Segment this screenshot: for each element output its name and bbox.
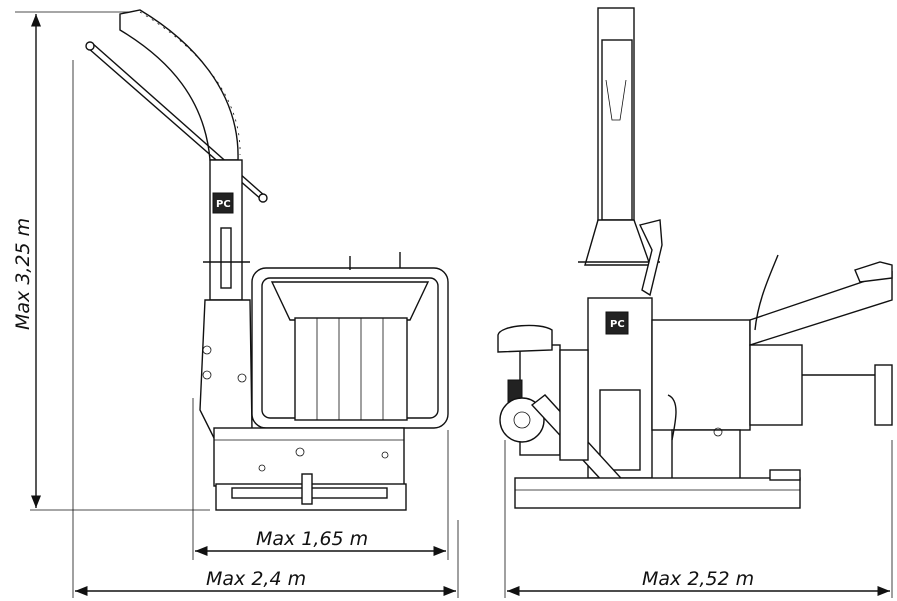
bolt: [202, 345, 212, 355]
front-logo-box: [212, 192, 234, 214]
feed-hopper-top: [749, 271, 893, 346]
hopper-handle: [754, 254, 779, 331]
chassis-bolt: [258, 464, 266, 472]
base-jack: [301, 473, 313, 505]
width-inner-label: Max 1,65 m: [256, 528, 368, 550]
dimension-width-outer: Max 2,4 m: [72, 60, 459, 598]
hose: [667, 394, 677, 441]
bolt: [202, 370, 212, 380]
side-logo-text: PC: [610, 319, 625, 330]
bolt: [237, 373, 247, 383]
side-housing: [199, 299, 253, 441]
chute-cylinder: [220, 227, 232, 289]
side-view-machine: PC: [497, 7, 893, 509]
width-outer-label: Max 2,4 m: [206, 568, 306, 590]
rod-pivot: [85, 41, 95, 51]
dimension-length: Max 2,52 m: [504, 440, 893, 598]
flywheel-hub: [513, 411, 531, 429]
chassis-bolt: [295, 447, 305, 457]
chute-deflector: [605, 79, 627, 121]
engine-side: [559, 349, 589, 461]
side-chute-inner: [601, 39, 633, 221]
side-chassis: [514, 477, 801, 509]
hopper-funnel: [270, 281, 430, 321]
engine-cover: [497, 324, 553, 353]
dimension-width-inner: Max 1,65 m: [192, 398, 449, 560]
front-view-machine: PC: [85, 9, 449, 511]
length-label: Max 2,52 m: [642, 568, 754, 590]
rod-handle: [258, 193, 268, 203]
tank: [671, 429, 741, 481]
chassis-bolt: [381, 451, 389, 459]
hopper-lip: [854, 261, 893, 283]
chute-rivets: [139, 11, 241, 156]
front-logo-text: PC: [216, 199, 231, 210]
feed-housing: [749, 344, 803, 426]
tow-bracket: [769, 469, 801, 481]
discharge-chute: [119, 9, 239, 161]
chute-crank: [638, 219, 663, 297]
flywheel: [499, 397, 545, 443]
dimension-height: Max 3,25 m: [12, 11, 210, 511]
housing-panel: [599, 389, 641, 471]
engine-cover-right: [651, 319, 751, 431]
height-label: Max 3,25 m: [12, 218, 34, 330]
side-logo-box: [605, 311, 629, 335]
hopper-opening: [294, 317, 408, 421]
tank-cap: [713, 427, 723, 437]
feed-roller: [874, 364, 893, 426]
